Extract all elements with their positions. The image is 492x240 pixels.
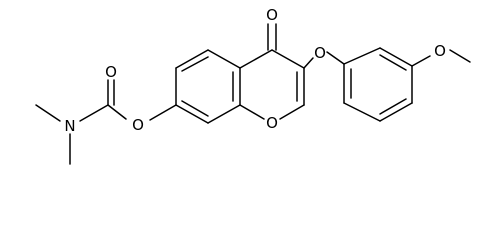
structure-canvas: O O O O O O N [35, 6, 471, 165]
ester-oxygen-label: O [132, 116, 144, 134]
methoxy-oxygen-label: O [434, 42, 446, 60]
bond [181, 56, 209, 72]
bond [411, 55, 431, 67]
ether-oxygen-label: O [314, 44, 326, 62]
bond [449, 49, 471, 63]
bond [343, 47, 381, 65]
bond [35, 104, 61, 122]
nitrogen-label: N [64, 117, 75, 135]
molecule-drawing: O O O O O O N [35, 6, 471, 165]
ketone-oxygen-label: O [266, 6, 278, 24]
bond [279, 104, 305, 120]
bond [379, 98, 407, 115]
bond [107, 104, 127, 120]
bond [343, 102, 381, 122]
bond [175, 49, 209, 69]
bond [303, 57, 314, 69]
bond [207, 104, 241, 124]
bond [239, 104, 265, 120]
bond [379, 47, 413, 67]
bond [271, 49, 305, 69]
bond [379, 102, 413, 122]
bond [326, 51, 345, 65]
bond [239, 49, 273, 69]
bond [149, 104, 177, 121]
bond [175, 104, 209, 124]
carbonyl-oxygen-label: O [105, 63, 117, 81]
bond [181, 100, 209, 117]
ring-oxygen-label: O [266, 114, 278, 132]
bond [79, 104, 109, 122]
bond [207, 49, 241, 69]
bond [379, 54, 407, 71]
